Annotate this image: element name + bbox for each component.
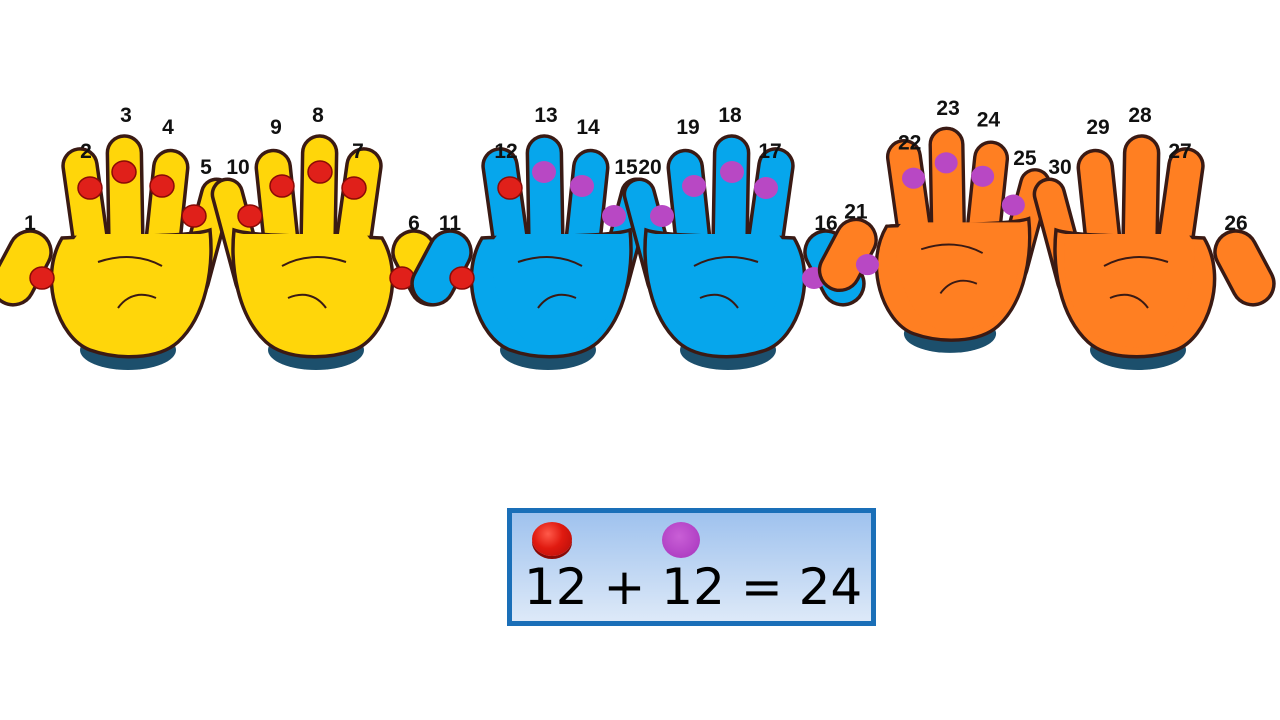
palm-crease: [97, 256, 163, 267]
red-counter-icon: [29, 266, 55, 290]
palm-fill: [1064, 234, 1195, 348]
finger-number-label: 25: [1013, 147, 1037, 170]
finger-number-label: 23: [936, 97, 959, 120]
red-counter-icon: [449, 266, 475, 290]
finger-number-label: 10: [226, 156, 249, 179]
finger-number-label: 3: [120, 104, 132, 127]
finger-number-label: 27: [1168, 140, 1191, 163]
palm-crease: [939, 279, 978, 294]
finger-number-label: 15: [614, 156, 638, 179]
finger-number-label: 19: [676, 116, 699, 139]
hand-4: [622, 134, 866, 370]
palm-crease: [537, 293, 577, 309]
finger-number-label: 24: [977, 108, 1001, 131]
purple-counter-icon: [1001, 194, 1025, 216]
palm-fill: [242, 234, 373, 348]
finger-number-label: 13: [534, 104, 557, 127]
red-counter-icon: [237, 204, 263, 228]
purple-counter-icon: [682, 175, 706, 197]
finger-number-label: 30: [1048, 156, 1071, 179]
finger-number-label: 29: [1086, 116, 1109, 139]
palm-fill: [491, 234, 622, 348]
palm-crease: [281, 256, 347, 267]
purple-counter-icon: [532, 161, 556, 183]
purple-counter-icon: [754, 177, 778, 199]
finger-number-label: 8: [312, 104, 324, 127]
red-counter-icon: [111, 160, 137, 184]
finger-number-label: 17: [758, 140, 781, 163]
purple-counter-icon: [902, 167, 926, 189]
finger-number-label: 5: [200, 156, 212, 179]
palm-crease: [920, 243, 984, 254]
purple-counter-icon: [570, 175, 594, 197]
red-counter-icon: [341, 176, 367, 200]
palm-fill: [71, 234, 202, 348]
purple-counter-icon: [662, 522, 700, 558]
finger-number-label: 2: [80, 140, 92, 163]
palm-crease: [1103, 256, 1169, 267]
red-counter-icon: [269, 174, 295, 198]
red-counter-icon: [307, 160, 333, 184]
equation-text: 12 + 12 = 24: [524, 558, 863, 616]
thumb: [1213, 229, 1276, 307]
finger-number-label: 4: [162, 116, 174, 139]
red-counter-icon: [181, 204, 207, 228]
purple-counter-icon: [720, 161, 744, 183]
palm-crease: [699, 293, 739, 309]
finger-number-label: 1: [24, 212, 36, 235]
finger-number-label: 11: [439, 212, 462, 235]
finger-number-label: 12: [494, 140, 517, 163]
finger-number-label: 28: [1128, 104, 1152, 127]
purple-counter-icon: [602, 205, 626, 227]
finger-number-label: 21: [844, 201, 868, 224]
finger-number-label: 16: [814, 212, 837, 235]
thumb: [0, 229, 53, 307]
hand-6: [1032, 134, 1276, 370]
finger-number-label: 14: [576, 116, 600, 139]
finger-number-label: 7: [352, 140, 364, 163]
purple-counter-icon: [934, 152, 958, 174]
purple-counter-icon: [650, 205, 674, 227]
palm-crease: [117, 293, 157, 309]
finger-number-label: 9: [270, 116, 282, 139]
red-counter-icon: [497, 176, 523, 200]
finger-number-label: 22: [898, 131, 921, 154]
palm-crease: [287, 293, 327, 309]
palm-fill: [654, 234, 785, 348]
finger-number-label: 20: [638, 156, 661, 179]
hand-5: [817, 126, 1052, 353]
palm-crease: [693, 256, 759, 267]
red-counter-icon: [77, 176, 103, 200]
red-counter-icon: [149, 174, 175, 198]
hand-3: [410, 134, 654, 370]
finger-number-label: 18: [718, 104, 742, 127]
equation-box: 12 + 12 = 24: [507, 508, 876, 626]
finger-number-label: 6: [408, 212, 420, 235]
purple-counter-icon: [971, 165, 995, 187]
purple-counter-icon: [855, 254, 879, 276]
palm-crease: [1109, 293, 1149, 309]
palm-fill: [895, 222, 1021, 332]
red-counter-icon: [532, 522, 572, 556]
finger-number-label: 26: [1224, 212, 1247, 235]
palm-crease: [517, 256, 583, 267]
